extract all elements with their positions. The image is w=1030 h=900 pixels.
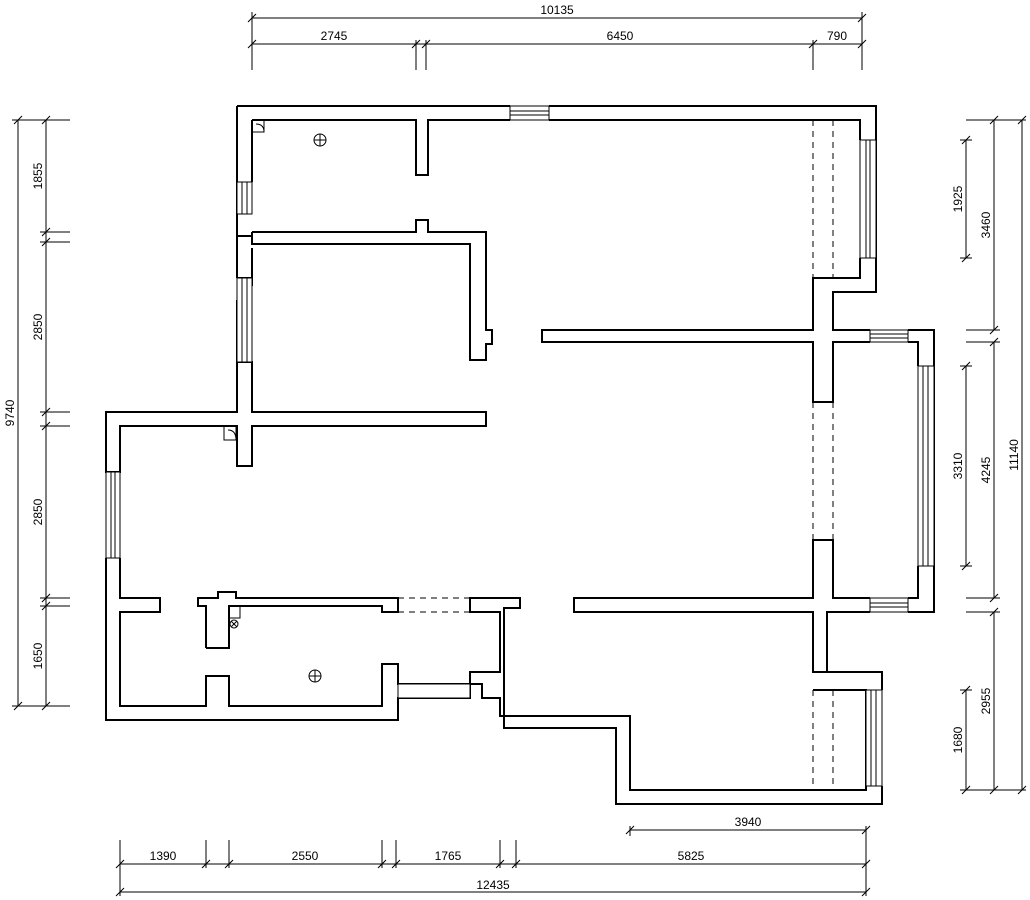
walls [105,105,935,805]
dim-left-total: 9740 [3,399,17,426]
dim-right-outer-2: 4245 [979,456,993,483]
dim-bottom-seg-4: 5825 [678,849,705,863]
dimension-lines: 10135 2745 6450 790 3940 1390 2550 1765 … [3,3,1027,897]
dim-left-seg-4: 1650 [31,642,45,669]
dim-left-seg-3: 2850 [31,498,45,525]
dashed-openings [398,120,834,790]
dim-right-outer-3: 2955 [979,687,993,714]
dim-top-seg-2: 6450 [607,29,634,43]
dim-right-outer-1: 3460 [979,211,993,238]
dim-bottom-seg-3: 1765 [435,849,462,863]
dim-bottom-total: 12435 [476,878,510,892]
dim-bottom-seg-2: 2550 [292,849,319,863]
dim-top-seg-3: 790 [827,29,847,43]
dim-bottom-seg-1: 1390 [150,849,177,863]
dim-right-inner-3: 1680 [951,726,965,753]
floor-drain-icon [308,669,322,683]
dim-right-total: 11140 [1007,439,1021,471]
dim-left-seg-2: 2850 [31,313,45,340]
gas-meter-icon [229,619,239,629]
dim-bottom-upper: 3940 [735,815,762,829]
dim-top-seg-1: 2745 [321,29,348,43]
dim-top-total: 10135 [540,3,574,17]
windows [105,105,935,787]
dim-left-seg-1: 1855 [31,162,45,189]
floor-drain-icon [313,133,327,147]
pipe-shaft-icon [223,119,265,619]
dim-right-inner-2: 3310 [951,452,965,479]
dim-right-inner-1: 1925 [951,185,965,212]
